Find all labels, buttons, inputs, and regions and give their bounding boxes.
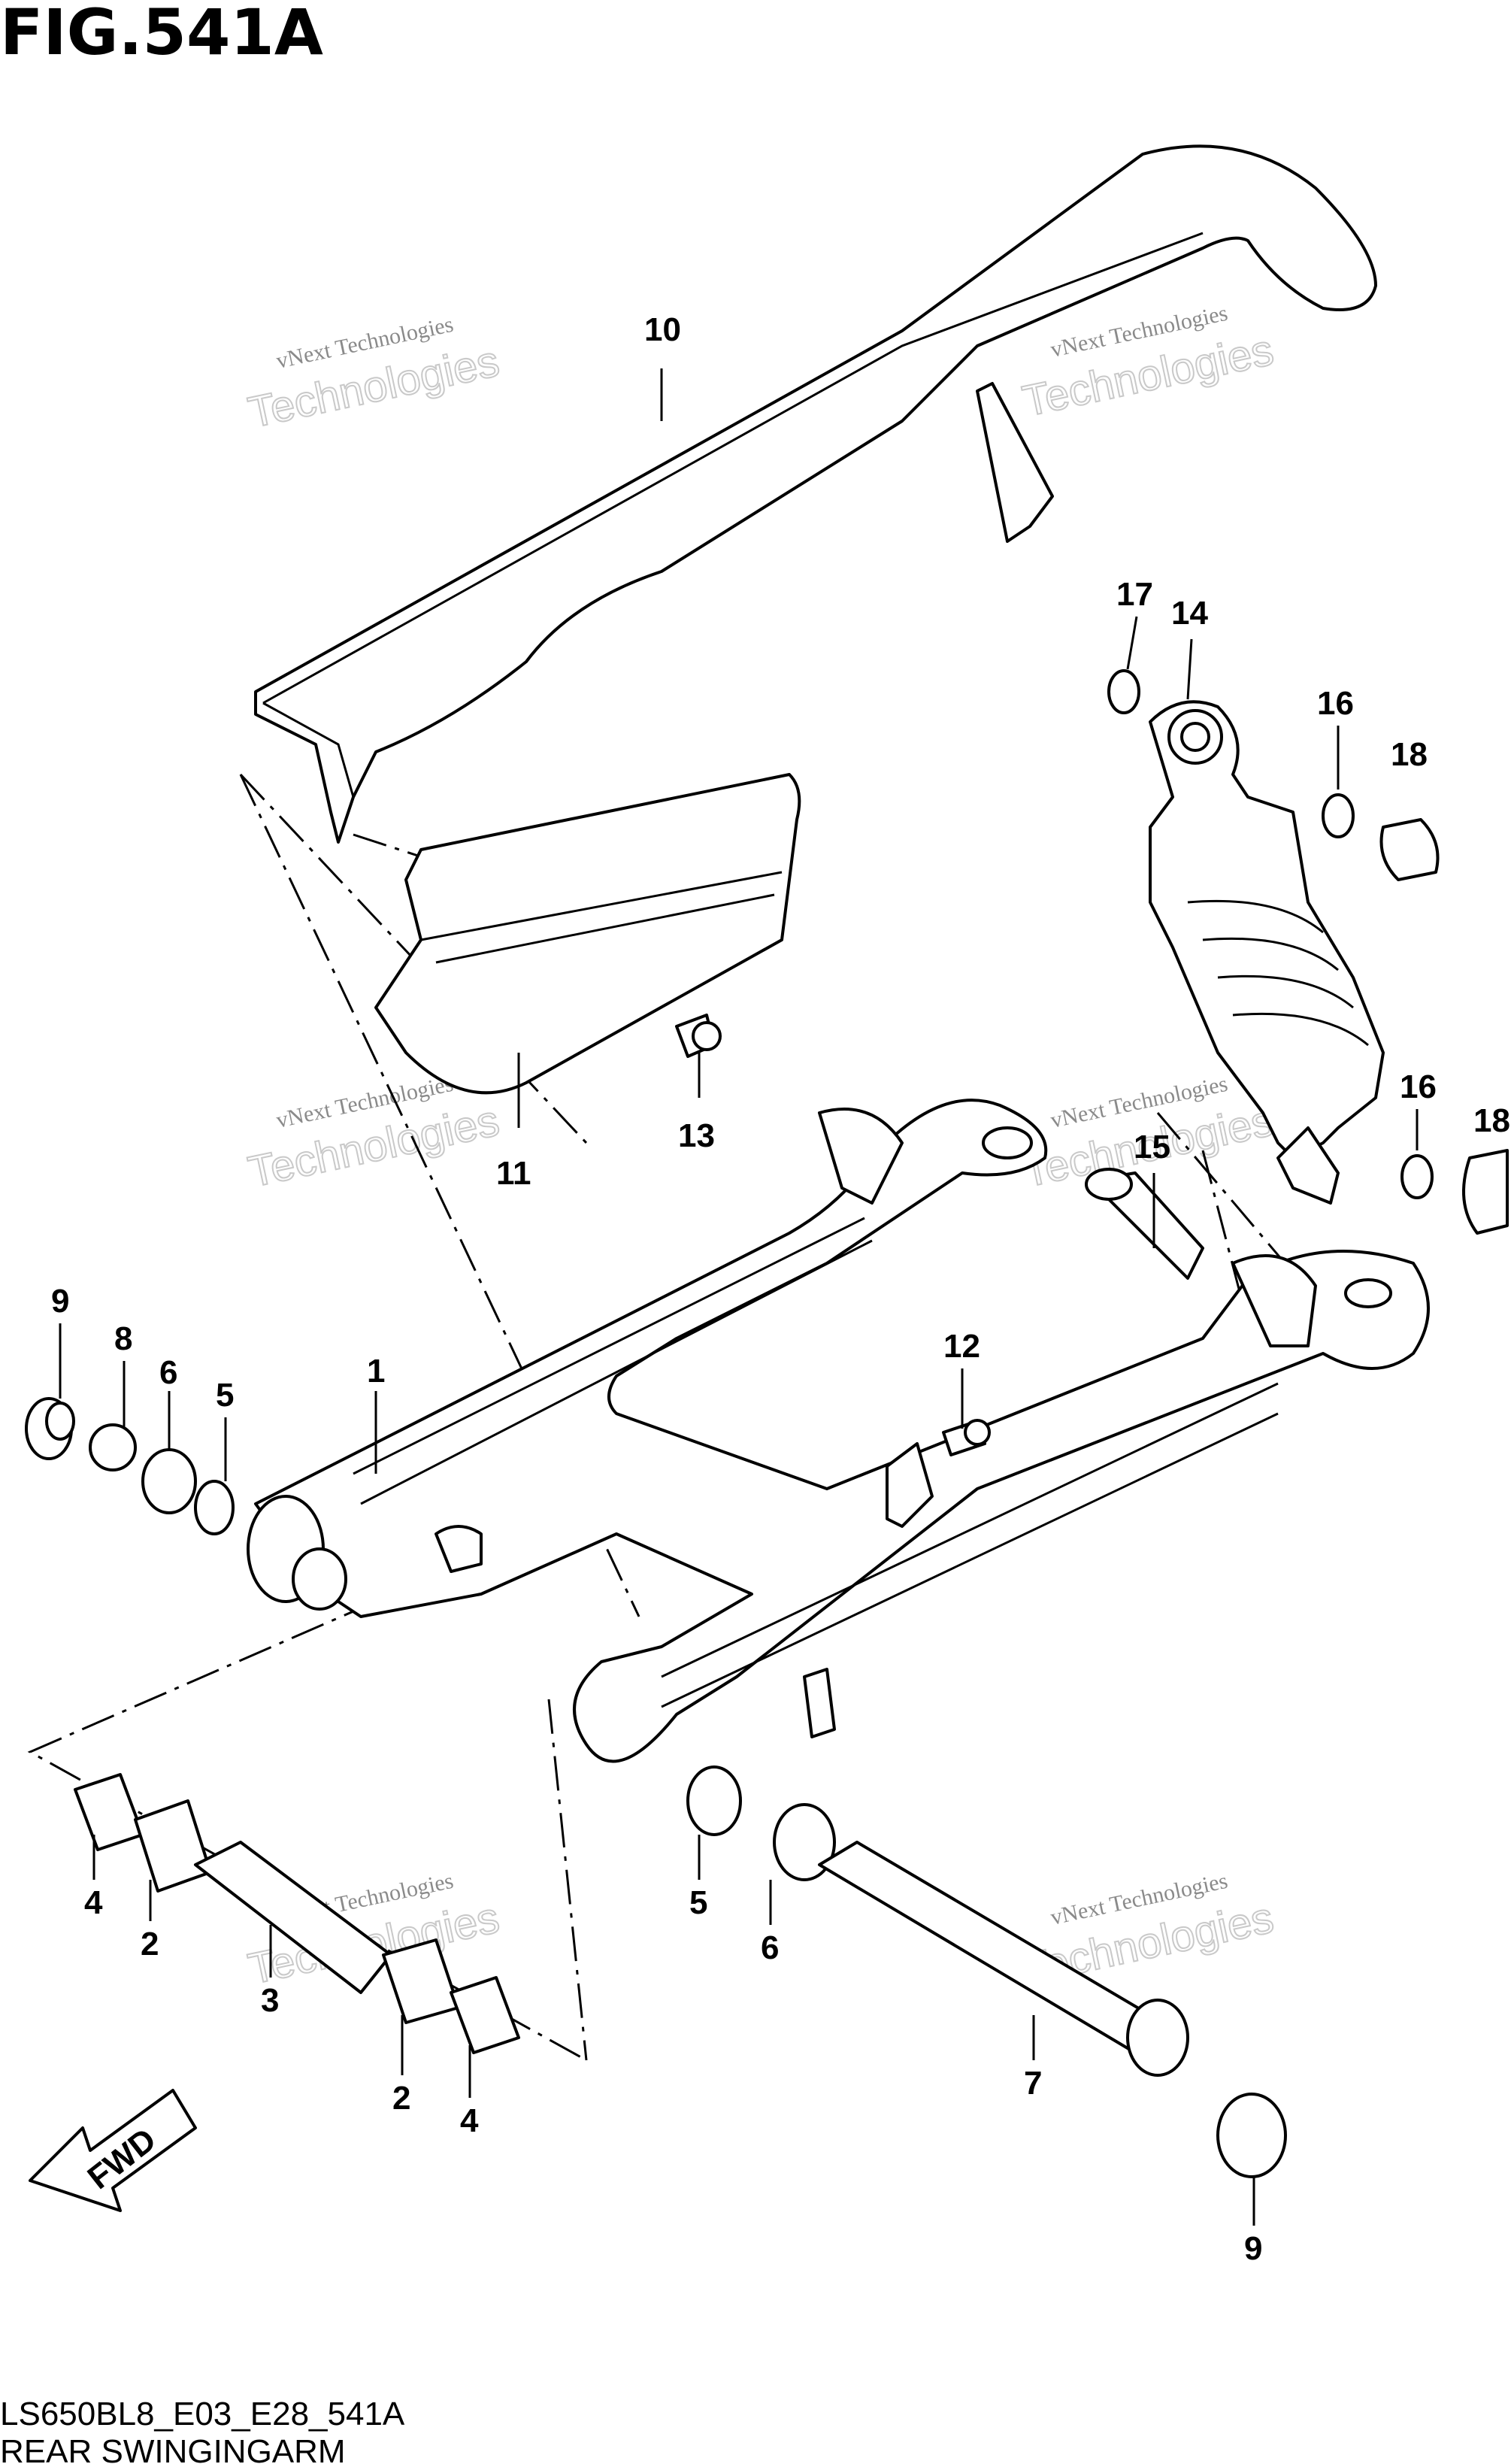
callout-8: 8 (114, 1320, 132, 1357)
callout-5-right: 5 (689, 1884, 707, 1921)
callout-9-right: 9 (1244, 2230, 1262, 2267)
callout-18-lower: 18 (1473, 1102, 1510, 1139)
callout-11: 11 (496, 1155, 531, 1192)
callout-1: 1 (367, 1353, 385, 1390)
spacer-4-left (74, 1773, 144, 1851)
figure-name: REAR SWINGINGARM (0, 2433, 346, 2464)
callout-12: 12 (943, 1328, 980, 1365)
seal-6-left (141, 1448, 197, 1514)
figure-title: FIG.541A (0, 0, 323, 69)
brace-bolt (942, 1419, 991, 1456)
callout-10: 10 (644, 311, 681, 348)
seal-6-right (773, 1803, 836, 1881)
dust-seal-9-left (25, 1397, 75, 1460)
fwd-arrow-icon: FWD (29, 2089, 197, 2212)
callout-4-left: 4 (84, 1884, 103, 1921)
callout-4-right: 4 (460, 2102, 479, 2139)
nut-18-upper (1379, 818, 1440, 881)
callout-7: 7 (1024, 2065, 1042, 2102)
washer-16-lower (1400, 1154, 1434, 1199)
callout-6-right: 6 (761, 1929, 779, 1966)
callout-15: 15 (1134, 1129, 1170, 1165)
callout-3: 3 (261, 1982, 279, 2019)
dust-seal-9-right (1216, 2093, 1287, 2178)
callout-14: 14 (1171, 595, 1208, 632)
figure-code: LS650BL8_E03_E28_541A (0, 2396, 405, 2432)
shock-bolt (1085, 1168, 1204, 1280)
washer-5-left (194, 1480, 235, 1535)
washer-17 (1107, 669, 1140, 714)
callout-2-left: 2 (141, 1926, 159, 1962)
chain-case-bolt (675, 1014, 722, 1058)
pivot-shaft-7 (818, 1841, 1189, 2077)
callout-18-upper: 18 (1391, 736, 1428, 773)
callout-16-upper: 16 (1317, 685, 1354, 722)
chain-case (254, 144, 1377, 844)
callout-2-right: 2 (392, 2080, 410, 2117)
washer-16-upper (1322, 793, 1355, 838)
callout-6-left: 6 (159, 1354, 177, 1391)
swingarm (247, 1099, 1430, 1763)
callout-17: 17 (1116, 576, 1153, 613)
rear-shock-absorber (1149, 700, 1385, 1205)
washer-5-right (686, 1765, 742, 1836)
callout-5-left: 5 (216, 1377, 234, 1414)
watermark-top-left: vNext Technologies Technologies (244, 312, 504, 438)
callout-13: 13 (678, 1117, 715, 1154)
bearing-2-left (134, 1799, 212, 1893)
callout-9-left: 9 (51, 1283, 69, 1320)
washer-8 (89, 1423, 137, 1471)
callouts: 10 11 13 17 14 16 18 16 18 15 12 1 9 8 6… (51, 311, 1510, 2267)
nut-18-lower (1462, 1149, 1509, 1235)
leader-lines (59, 368, 1419, 2226)
callout-16-lower: 16 (1400, 1068, 1437, 1105)
spacer-4-right (450, 1976, 520, 2054)
chain-case-cover (374, 773, 801, 1095)
